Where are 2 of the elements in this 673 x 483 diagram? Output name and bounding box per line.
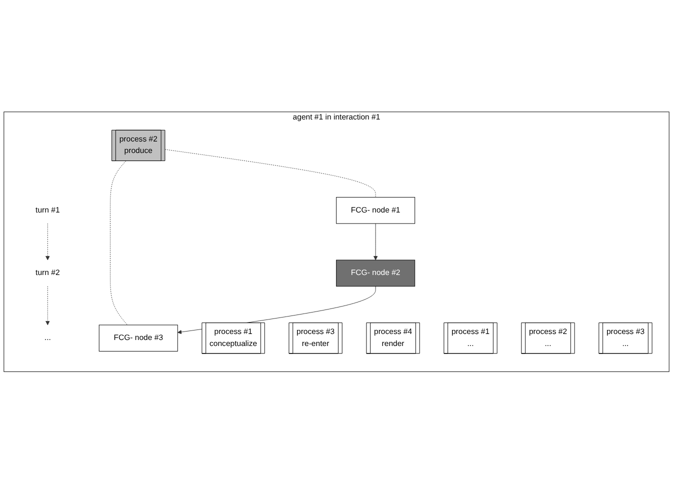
connector	[164, 148, 376, 198]
connector	[110, 160, 128, 325]
